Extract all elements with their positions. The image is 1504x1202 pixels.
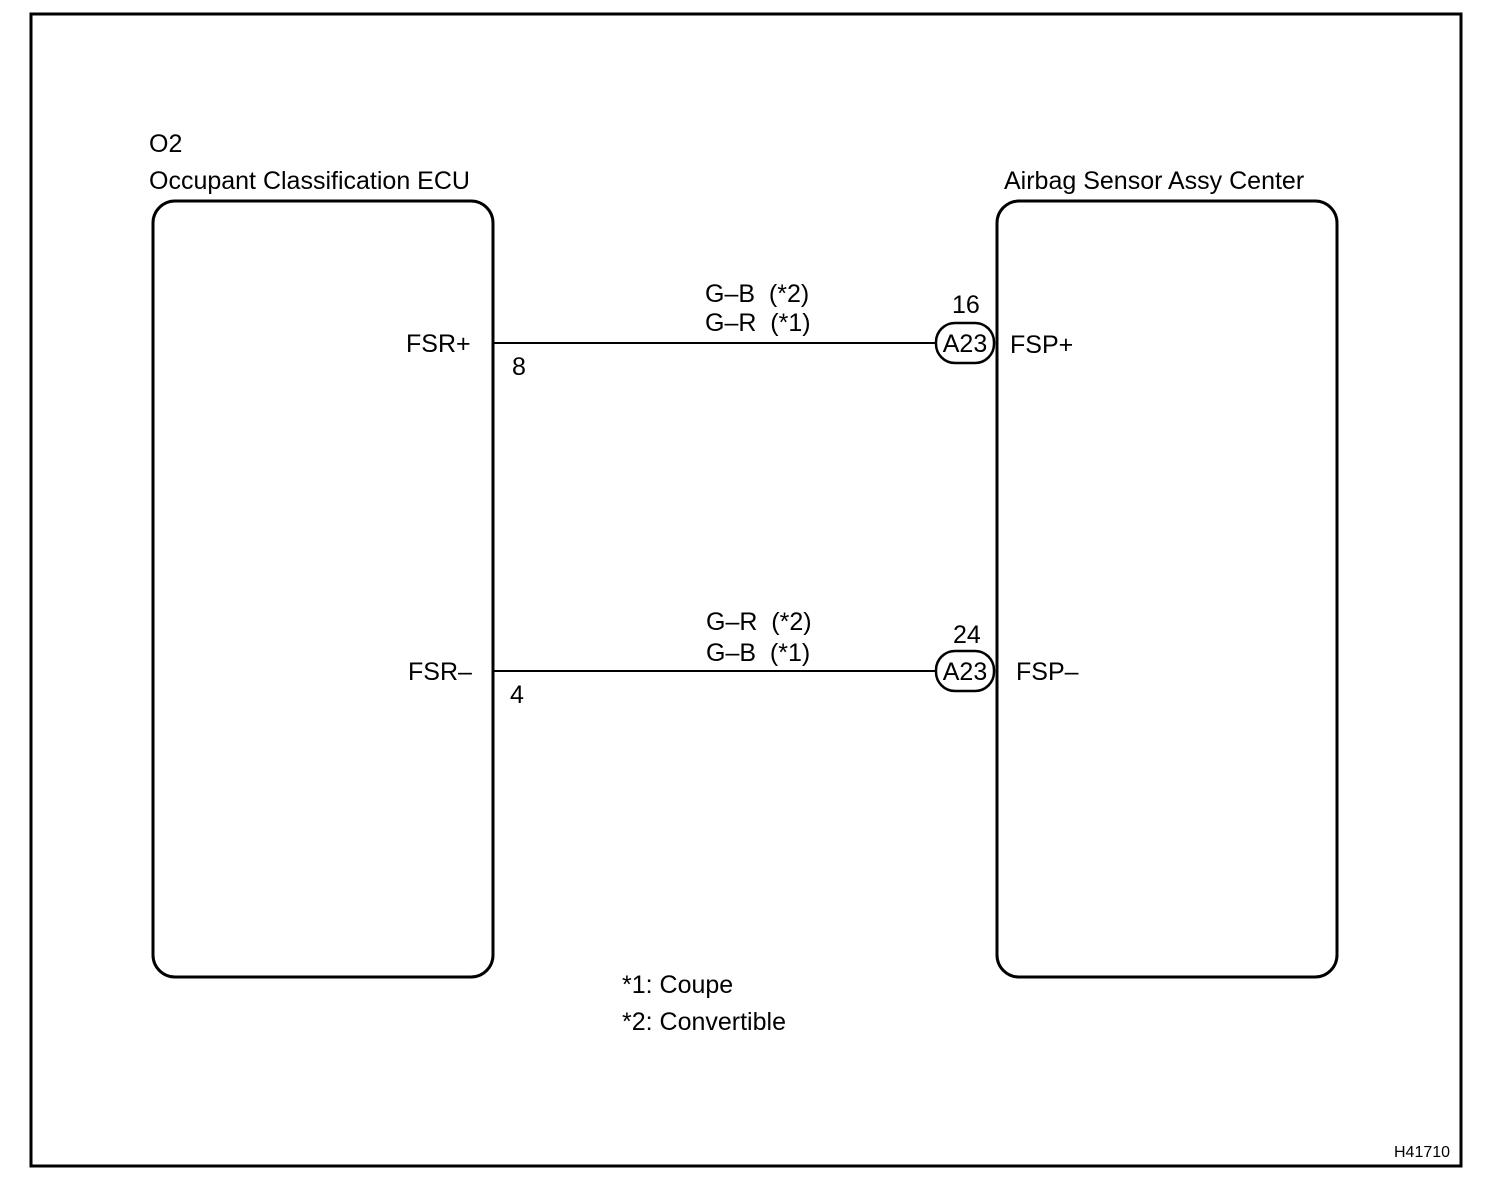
circuit-fsr-plus: FSR+ 8 G–B (*2) G–R (*1) 16 A23 FSP+ (406, 280, 1073, 381)
connector-badge (934, 649, 996, 693)
right-ecu-box (995, 199, 1339, 979)
left-ecu-code: O2 (149, 130, 182, 158)
connector-code: A23 (943, 658, 987, 686)
diagram-frame (29, 12, 1463, 1168)
left-ecu-name: Occupant Classification ECU (149, 167, 470, 195)
right-pin-number: 16 (952, 291, 980, 319)
wire-color-line1: G–R (*2) (706, 608, 812, 636)
connector-badge (934, 321, 996, 365)
note-coupe: *1: Coupe (622, 971, 733, 999)
wire-color-line2: G–R (*1) (705, 309, 811, 337)
left-ecu-box (151, 199, 495, 979)
note-convertible: *2: Convertible (622, 1008, 786, 1036)
wire-color-line2: G–B (*1) (706, 639, 810, 667)
wire-color-line1: G–B (*2) (705, 280, 809, 308)
right-terminal-label: FSP– (1016, 658, 1079, 686)
circuit-fsr-minus: FSR– 4 G–R (*2) G–B (*1) 24 A23 FSP– (408, 608, 1079, 709)
left-pin-number: 4 (510, 681, 524, 709)
left-terminal-label: FSR+ (406, 330, 471, 358)
left-pin-number: 8 (512, 353, 526, 381)
right-terminal-label: FSP+ (1010, 331, 1073, 359)
connector-code: A23 (943, 330, 987, 358)
right-pin-number: 24 (953, 621, 981, 649)
left-terminal-label: FSR– (408, 658, 472, 686)
right-ecu-name: Airbag Sensor Assy Center (1004, 167, 1304, 195)
figure-code: H41710 (1394, 1144, 1450, 1161)
